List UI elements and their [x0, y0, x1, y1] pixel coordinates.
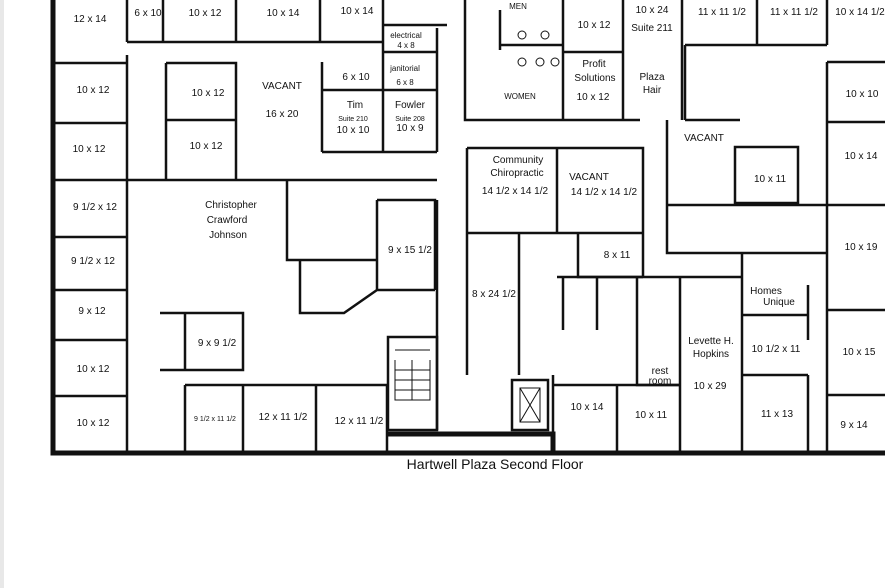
room-label: 10 x 12 [192, 88, 225, 99]
room-label: 10 x 14 [341, 6, 374, 17]
room-label: Hair [643, 85, 662, 96]
room-label: 14 1/2 x 14 1/2 [482, 186, 549, 197]
room-label: VACANT [262, 81, 302, 92]
room-label: 8 x 24 1/2 [472, 289, 516, 300]
room-label: 10 x 15 [843, 347, 876, 358]
room-label: 10 x 14 [571, 402, 604, 413]
room-label: 10 x 29 [694, 381, 727, 392]
room-label: Solutions [574, 73, 615, 84]
room-label: 10 x 12 [73, 144, 106, 155]
room-label: 10 x 10 [337, 125, 370, 136]
room-label: 6 x 8 [396, 78, 414, 87]
room-label: Profit [582, 59, 606, 70]
room-label: 10 x 12 [577, 92, 610, 103]
room-label: Suite 208 [395, 116, 425, 123]
room-labels: 12 x 14 6 x 10 10 x 12 10 x 14 10 x 14 e… [71, 2, 885, 431]
room-label: 12 x 14 [74, 14, 107, 25]
room-label: 9 1/2 x 11 1/2 [194, 416, 236, 423]
room-label: 6 x 10 [134, 8, 162, 19]
room-label: 9 1/2 x 12 [71, 256, 115, 267]
room-label: 10 x 14 [845, 151, 878, 162]
room-label: 10 1/2 x 11 [752, 344, 801, 355]
room-label: Chiropractic [490, 168, 543, 179]
room-label: Johnson [209, 230, 247, 241]
room-label: 9 x 9 1/2 [198, 338, 237, 349]
room-label: 6 x 10 [342, 72, 370, 83]
room-label: 12 x 11 1/2 [259, 412, 308, 423]
room-label: Levette H. [688, 336, 734, 347]
room-label: 12 x 11 1/2 [335, 416, 384, 427]
room-label: 9 x 14 [840, 420, 868, 431]
room-label: 11 x 11 1/2 [770, 7, 818, 18]
room-label: 8 x 11 [604, 250, 631, 261]
room-label: Community [493, 155, 544, 166]
room-label: Christopher [205, 200, 257, 211]
room-label: 10 x 11 [754, 174, 786, 185]
room-label: 10 x 24 [636, 5, 669, 16]
room-label: WOMEN [504, 92, 536, 101]
room-label: 10 x 14 [267, 8, 300, 19]
room-label: Fowler [395, 100, 426, 111]
room-label: Suite 211 [631, 23, 673, 34]
room-label: janitorial [389, 64, 420, 73]
floor-plan-title: Hartwell Plaza Second Floor [406, 456, 584, 472]
room-label: Plaza [639, 72, 664, 83]
room-label: 10 x 12 [77, 85, 110, 96]
room-label: Hopkins [693, 349, 729, 360]
walls [50, 0, 885, 456]
room-label: Suite 210 [338, 116, 368, 123]
room-label: 9 x 15 1/2 [388, 245, 432, 256]
room-label: 4 x 8 [397, 41, 415, 50]
room-label: 16 x 20 [266, 109, 299, 120]
room-label: 11 x 13 [761, 409, 793, 420]
room-label: 10 x 12 [578, 20, 611, 31]
room-label: electrical [390, 31, 422, 40]
room-label: 10 x 12 [77, 364, 110, 375]
room-label: 14 1/2 x 14 1/2 [571, 187, 638, 198]
room-label: rest [652, 366, 669, 377]
room-label: VACANT [684, 133, 724, 144]
room-label: room [649, 376, 672, 387]
room-label: Crawford [207, 215, 248, 226]
room-label: VACANT [569, 172, 609, 183]
room-label: Homes [750, 286, 782, 297]
room-label: 11 x 11 1/2 [698, 7, 746, 18]
room-label: 10 x 12 [77, 418, 110, 429]
room-label: MEN [509, 2, 527, 11]
room-label: Unique [763, 297, 795, 308]
room-label: 10 x 11 [635, 410, 667, 421]
room-label: Tim [347, 100, 363, 111]
room-label: 9 1/2 x 12 [73, 202, 117, 213]
room-label: 10 x 10 [846, 89, 879, 100]
room-label: 10 x 12 [189, 8, 222, 19]
room-label: 10 x 19 [845, 242, 878, 253]
room-label: 10 x 12 [190, 141, 223, 152]
room-label: 9 x 12 [78, 306, 106, 317]
room-label: 10 x 9 [396, 123, 424, 134]
scan-edge [0, 0, 4, 588]
room-label: 10 x 14 1/2 [835, 7, 885, 18]
